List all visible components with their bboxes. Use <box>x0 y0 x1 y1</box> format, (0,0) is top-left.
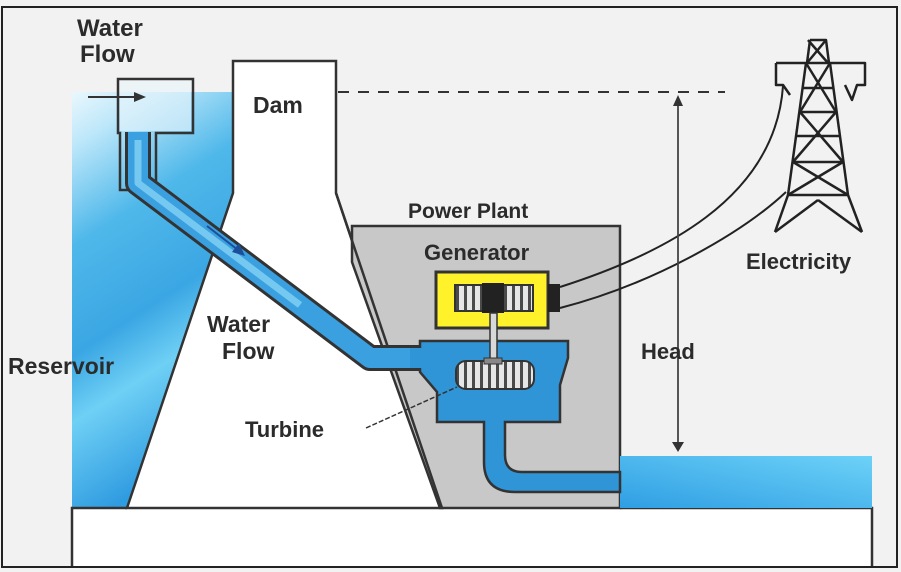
label-dam: Dam <box>253 92 303 118</box>
tailrace-water <box>620 456 872 508</box>
label-water-flow-mid-1: Water <box>207 311 270 337</box>
penstock-highlight <box>134 140 303 308</box>
head-arrow-icon <box>672 95 684 452</box>
turbine-runner-icon <box>455 360 535 390</box>
diagram-frame <box>1 6 898 568</box>
label-power-plant: Power Plant <box>408 200 528 223</box>
label-reservoir: Reservoir <box>8 353 114 379</box>
turbine-shaft <box>489 312 498 362</box>
penstock-flow-arrow-icon <box>206 225 245 256</box>
turbine-leader-line <box>365 386 458 429</box>
label-water-flow-top-2: Flow <box>80 41 135 68</box>
label-water-flow-top-1: Water <box>77 15 143 42</box>
label-head: Head <box>641 339 695 364</box>
label-electricity: Electricity <box>746 249 852 274</box>
ground-base <box>72 508 872 566</box>
intake-flow-arrow-icon <box>88 92 146 102</box>
turbine-hub <box>483 357 503 365</box>
label-turbine: Turbine <box>245 417 324 442</box>
ground-outline <box>70 506 127 566</box>
transmission-cable-upper <box>559 85 784 288</box>
generator-hub <box>482 283 504 313</box>
label-generator: Generator <box>424 240 530 265</box>
intake-fill <box>120 81 191 131</box>
transmission-tower-icon <box>773 38 867 234</box>
penstock-joint <box>410 348 430 368</box>
generator-terminal <box>548 284 560 312</box>
label-water-flow-mid-2: Flow <box>222 338 274 364</box>
transmission-cable-lower <box>559 191 787 309</box>
reservoir-water <box>72 92 233 508</box>
